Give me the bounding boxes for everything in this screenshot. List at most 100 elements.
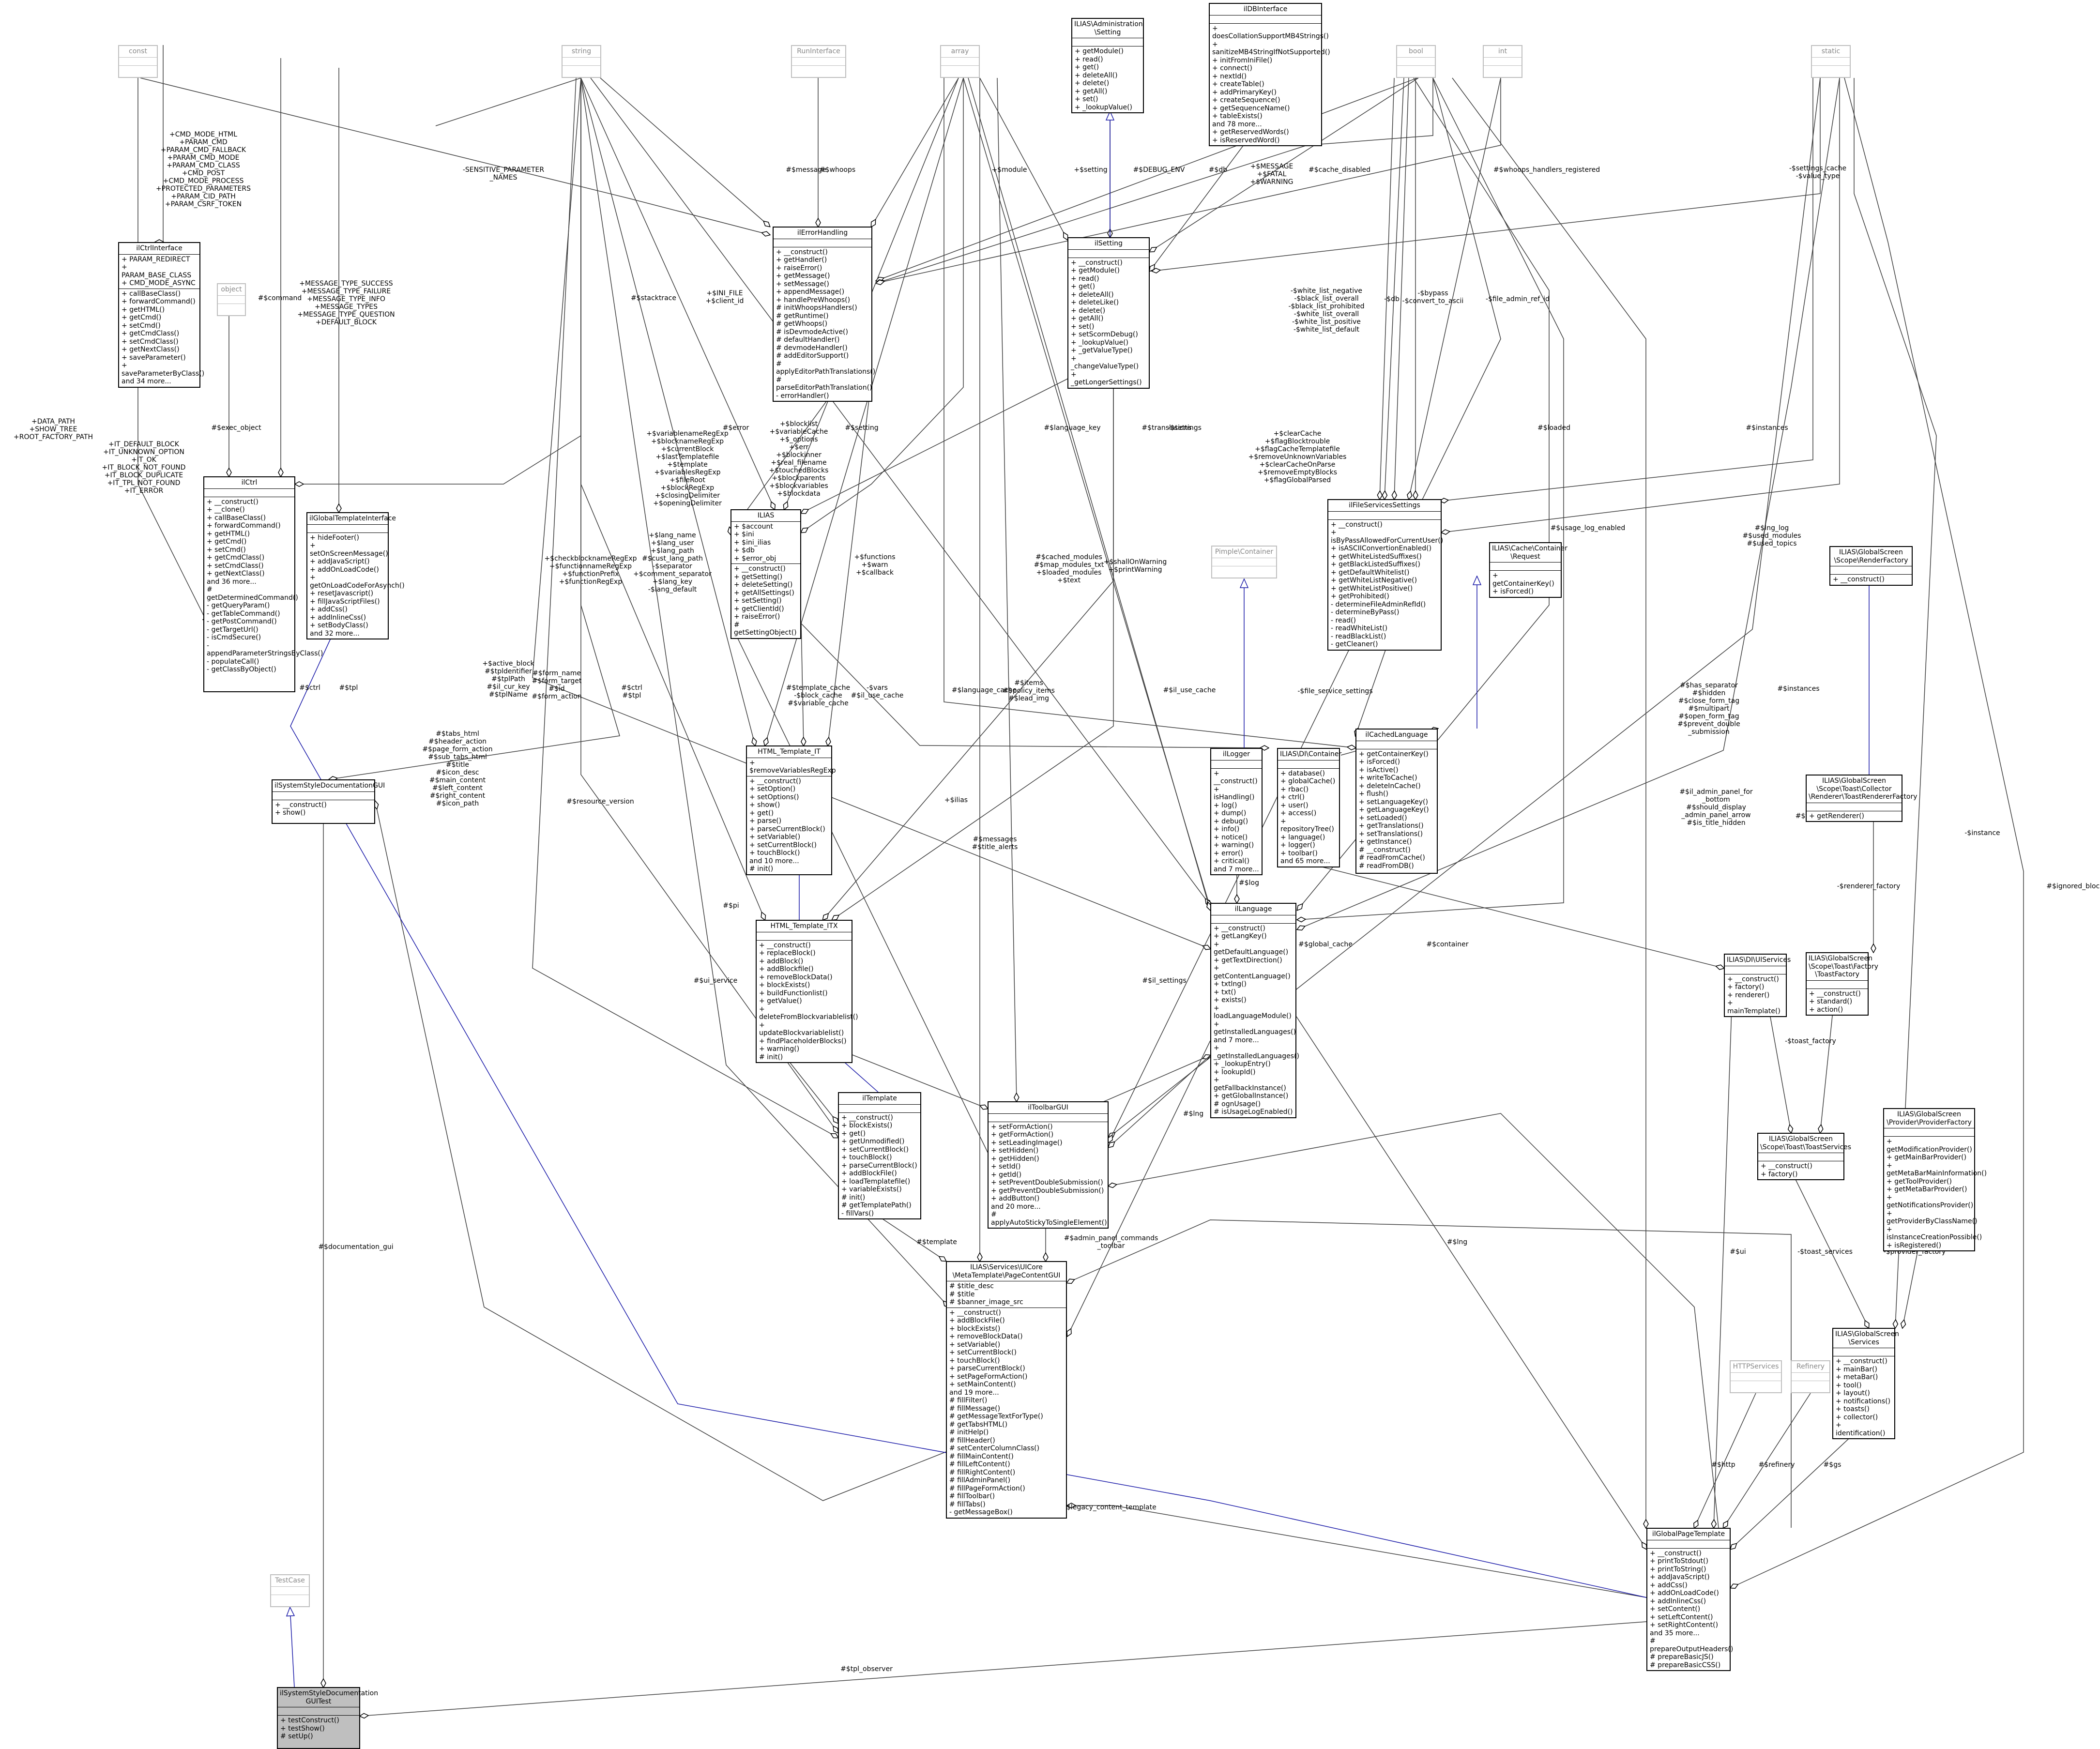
edge-label-it-vars: +$variablenameRegExp+$blocknameRegExp+$c…: [646, 430, 729, 507]
association-edge: [580, 77, 755, 745]
class-box-bool[interactable]: bool: [1396, 45, 1436, 78]
class-box-gs-toastfactory[interactable]: ILIAS\GlobalScreen \Scope\Toast\Factory …: [1806, 952, 1878, 1016]
edge-label-ui: #$ui: [1730, 1248, 1746, 1256]
association-edge: [1067, 1219, 1792, 1528]
class-name: ILIAS\Services\UICore \MetaTemplate\Page…: [947, 1262, 1066, 1281]
class-box-gs-services[interactable]: ILIAS\GlobalScreen \Services+ __construc…: [1832, 1328, 1899, 1439]
edge-label-global-cache: #$global_cache: [1298, 941, 1353, 948]
edge-label-ignored-blocks: #$ignored_blocks: [2046, 882, 2100, 890]
class-name: ilErrorHandling: [774, 228, 871, 239]
edge-label-ilias-obj: +$ilias: [944, 796, 968, 804]
edge-label-lng: #$lng: [1183, 1110, 1203, 1118]
association-edge: [1409, 77, 1501, 499]
class-box-refinery[interactable]: Refinery: [1791, 1360, 1830, 1393]
class-operations: [218, 304, 245, 312]
association-edge: [1109, 1113, 1719, 1528]
class-name: HTML_Template_IT: [747, 746, 831, 758]
class-name: ilCtrl: [204, 477, 294, 489]
class-name: ilLanguage: [1211, 904, 1295, 915]
class-operations: + callBaseClass() + forwardCommand() + g…: [122, 289, 205, 386]
class-box-admin-setting[interactable]: ILIAS\Administration \Setting+ getModule…: [1071, 18, 1144, 113]
edge-label-settings: -$settings: [1168, 424, 1202, 432]
class-attributes: [218, 296, 245, 304]
class-box-pimple[interactable]: Pimple\Container: [1211, 546, 1277, 578]
class-box-gs-renderfactory[interactable]: ILIAS\GlobalScreen \Scope\RenderFactory+…: [1829, 546, 1913, 586]
class-name: HTML_Template_ITX: [757, 921, 852, 932]
class-box-const[interactable]: const: [118, 45, 158, 78]
edge-label-ilias-setting: #$setting: [845, 424, 878, 432]
class-box-cache-request[interactable]: ILIAS\Cache\Container \Request+ getConta…: [1489, 542, 1567, 598]
class-attributes: [119, 58, 157, 66]
class-name: Pimple\Container: [1212, 547, 1276, 558]
edge-label-il-settings: #$il_settings: [1142, 977, 1186, 985]
class-box-illogger[interactable]: ilLogger+ __construct() + isHandling() +…: [1210, 748, 1263, 875]
class-box-ilglobaltemplateinterface[interactable]: ilGlobalTemplateInterface+ hideFooter() …: [306, 512, 405, 639]
edge-label-functions: +$functions+$warn+$callback: [854, 553, 895, 577]
class-box-int[interactable]: int: [1483, 45, 1522, 78]
class-box-testcase[interactable]: TestCase: [270, 1574, 310, 1607]
class-box-static[interactable]: static: [1811, 45, 1851, 78]
association-edge: [871, 77, 959, 227]
class-attributes: [1731, 1373, 1781, 1381]
edge-label-usage-log: #$usage_log_enabled: [1551, 524, 1626, 532]
class-operations: [119, 66, 157, 74]
class-box-html-template-it[interactable]: HTML_Template_IT+ $removeVariablesRegExp…: [746, 745, 836, 875]
edge-label-whoops-handlers: #$whoops_handlers_registered: [1493, 166, 1600, 174]
class-box-ilglobalpagetemplate[interactable]: ilGlobalPageTemplate+ __construct() + pr…: [1646, 1528, 1733, 1671]
association-edge: [1731, 77, 2024, 1588]
class-attributes: [1356, 741, 1437, 749]
association-edge: [1394, 77, 1409, 499]
class-attributes: [774, 239, 871, 247]
edge-label-fatal: +$MESSAGE+$FATAL+$WARNING: [1250, 163, 1293, 186]
class-box-ildbinterface[interactable]: ilDBInterface+ doesCollationSupportMB4St…: [1209, 3, 1330, 146]
edge-label-loaded: #$loaded: [1537, 424, 1570, 432]
class-box-string[interactable]: string: [562, 45, 601, 78]
class-name: bool: [1397, 46, 1435, 58]
association-edge: [1723, 1393, 1811, 1528]
class-box-ilsystemstyledoctest[interactable]: ilSystemStyleDocumentation GUITest+ test…: [277, 1687, 378, 1749]
class-box-di-uiservices[interactable]: ILIAS\DI\UIServices+ __construct() + fac…: [1724, 954, 1791, 1017]
edge-label-file-service: -$file_service_settings: [1297, 687, 1372, 695]
class-name: ilSystemStyleDocumentation GUITest: [278, 1688, 378, 1707]
class-attributes: [1072, 38, 1143, 46]
class-attributes: + PARAM_REDIRECT + PARAM_BASE_CLASS + CM…: [119, 255, 199, 289]
class-box-gs-providerfactory[interactable]: ILIAS\GlobalScreen \Provider\ProviderFac…: [1883, 1108, 1987, 1251]
class-box-runinterface[interactable]: RunInterface: [791, 45, 846, 78]
class-box-ilctrlinterface[interactable]: ilCtrlInterface+ PARAM_REDIRECT + PARAM_…: [118, 242, 205, 388]
class-box-ilsetting[interactable]: ilSetting+ __construct() + getModule() +…: [1067, 237, 1150, 389]
class-name: const: [119, 46, 157, 58]
class-box-illanguage[interactable]: ilLanguage+ __construct() + getLangKey()…: [1210, 903, 1299, 1118]
edge-label-gs: #$gs: [1824, 1461, 1841, 1469]
class-attributes: [271, 1587, 309, 1595]
class-operations: + hideFooter() + setOnScreenMessage() + …: [310, 533, 405, 638]
class-box-di-container[interactable]: ILIAS\DI\Container+ database() + globalC…: [1277, 748, 1341, 867]
class-box-ilfileservicessettings[interactable]: ilFileServicesSettings+ __construct() + …: [1327, 499, 1443, 651]
association-edge: [828, 379, 872, 745]
class-name: ilDBInterface: [1210, 4, 1321, 15]
class-operations: + __construct() + addBlockFile() + block…: [949, 1308, 1043, 1517]
class-attributes: [1812, 58, 1850, 66]
class-box-iltoolbargui[interactable]: ilToolbarGUI+ setFormAction() + getFormA…: [988, 1101, 1109, 1229]
association-edge: [1766, 998, 1791, 1133]
association-edge: [1287, 858, 1724, 968]
class-box-html-template-itx[interactable]: HTML_Template_ITX+ __construct() + repla…: [756, 920, 858, 1063]
class-box-array[interactable]: array: [940, 45, 980, 78]
class-box-ilsystemstyledocgui[interactable]: ilSystemStyleDocumentationGUI+ __constru…: [272, 779, 385, 824]
class-box-httpservices[interactable]: HTTPServices: [1730, 1360, 1782, 1393]
class-box-iltemplate[interactable]: ilTemplate+ __construct() + blockExists(…: [838, 1092, 921, 1219]
edge-label-shall-warn: +$shallOnWarning+$printWarning: [1104, 558, 1167, 574]
class-box-object[interactable]: object: [217, 283, 246, 316]
class-box-ilias[interactable]: ILIAS+ $account + $ini + $ini_ilias + $d…: [730, 509, 801, 639]
class-attributes: [941, 58, 979, 66]
class-attributes: [1210, 15, 1321, 24]
class-box-gs-rendererfactory[interactable]: ILIAS\GlobalScreen \Scope\Toast\Collecto…: [1806, 775, 1917, 822]
class-box-pagecontentgui[interactable]: ILIAS\Services\UICore \MetaTemplate\Page…: [946, 1261, 1067, 1519]
edge-label-db2: -$db: [1384, 295, 1400, 303]
class-name: TestCase: [271, 1575, 309, 1587]
class-box-gs-toastservices[interactable]: ILIAS\GlobalScreen \Scope\Toast\ToastSer…: [1757, 1133, 1851, 1180]
association-edge: [590, 77, 1210, 905]
class-box-ilcachedlanguage[interactable]: ilCachedLanguage+ getContainerKey() + is…: [1355, 729, 1438, 874]
class-box-ilctrl[interactable]: ilCtrl+ __construct() + __clone() + call…: [203, 476, 323, 692]
class-box-ilerrorhandling[interactable]: ilErrorHandling+ __construct() + getHand…: [773, 227, 875, 402]
class-name: ilFileServicesSettings: [1328, 500, 1441, 512]
